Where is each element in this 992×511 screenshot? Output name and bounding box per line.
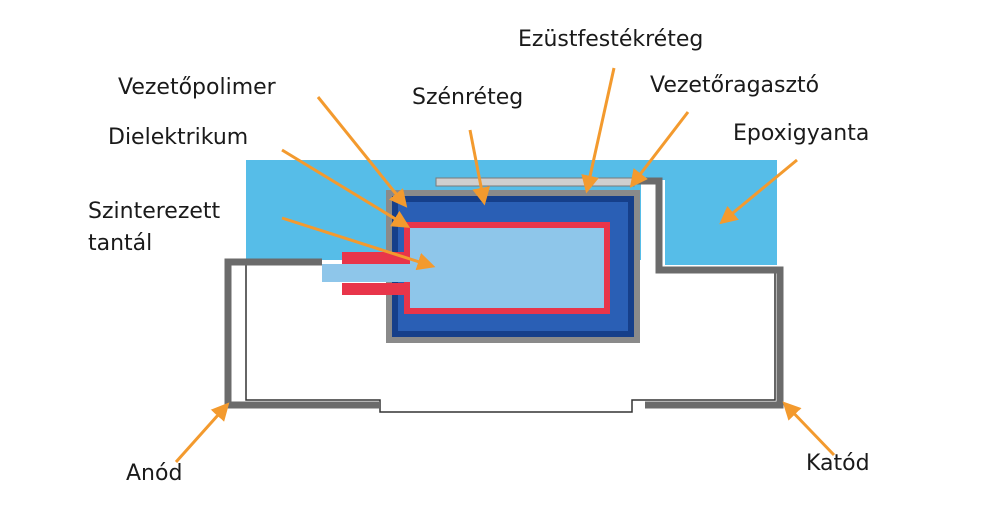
label-katod: Katód xyxy=(806,451,870,476)
anode-lead xyxy=(224,258,380,409)
label-epoxigyanta: Epoxigyanta xyxy=(733,121,870,146)
label-szenreteg: Szénréteg xyxy=(412,85,524,110)
arrow-vezetopolimer xyxy=(316,96,408,208)
sintered-tantalum-core xyxy=(410,228,604,308)
label-vezetoragaszto: Vezetőragasztó xyxy=(650,73,820,98)
label-anod: Anód xyxy=(126,461,183,486)
arrow-szenreteg xyxy=(468,129,491,206)
arrow-anod xyxy=(174,402,230,464)
arrow-epoxigyanta xyxy=(719,158,798,225)
arrow-ezust xyxy=(581,67,616,194)
arrow-szinterezett xyxy=(281,216,436,271)
label-dielektrikum: Dielektrikum xyxy=(108,125,249,150)
arrow-vezetoragaszto xyxy=(629,111,690,188)
anode-wire xyxy=(322,264,412,282)
conductive-adhesive xyxy=(435,177,635,187)
label-ezustfestekreteg: Ezüstfestékréteg xyxy=(518,27,704,52)
label-tantal: tantál xyxy=(88,231,153,256)
label-vezetopolimer: Vezetőpolimer xyxy=(118,75,276,100)
dielectric-tab-top xyxy=(342,252,410,264)
label-szinterezett: Szinterezett xyxy=(88,199,221,224)
dielectric-tab-bottom xyxy=(342,283,410,295)
arrow-dielektrikum xyxy=(281,148,411,228)
arrow-katod xyxy=(782,401,836,457)
